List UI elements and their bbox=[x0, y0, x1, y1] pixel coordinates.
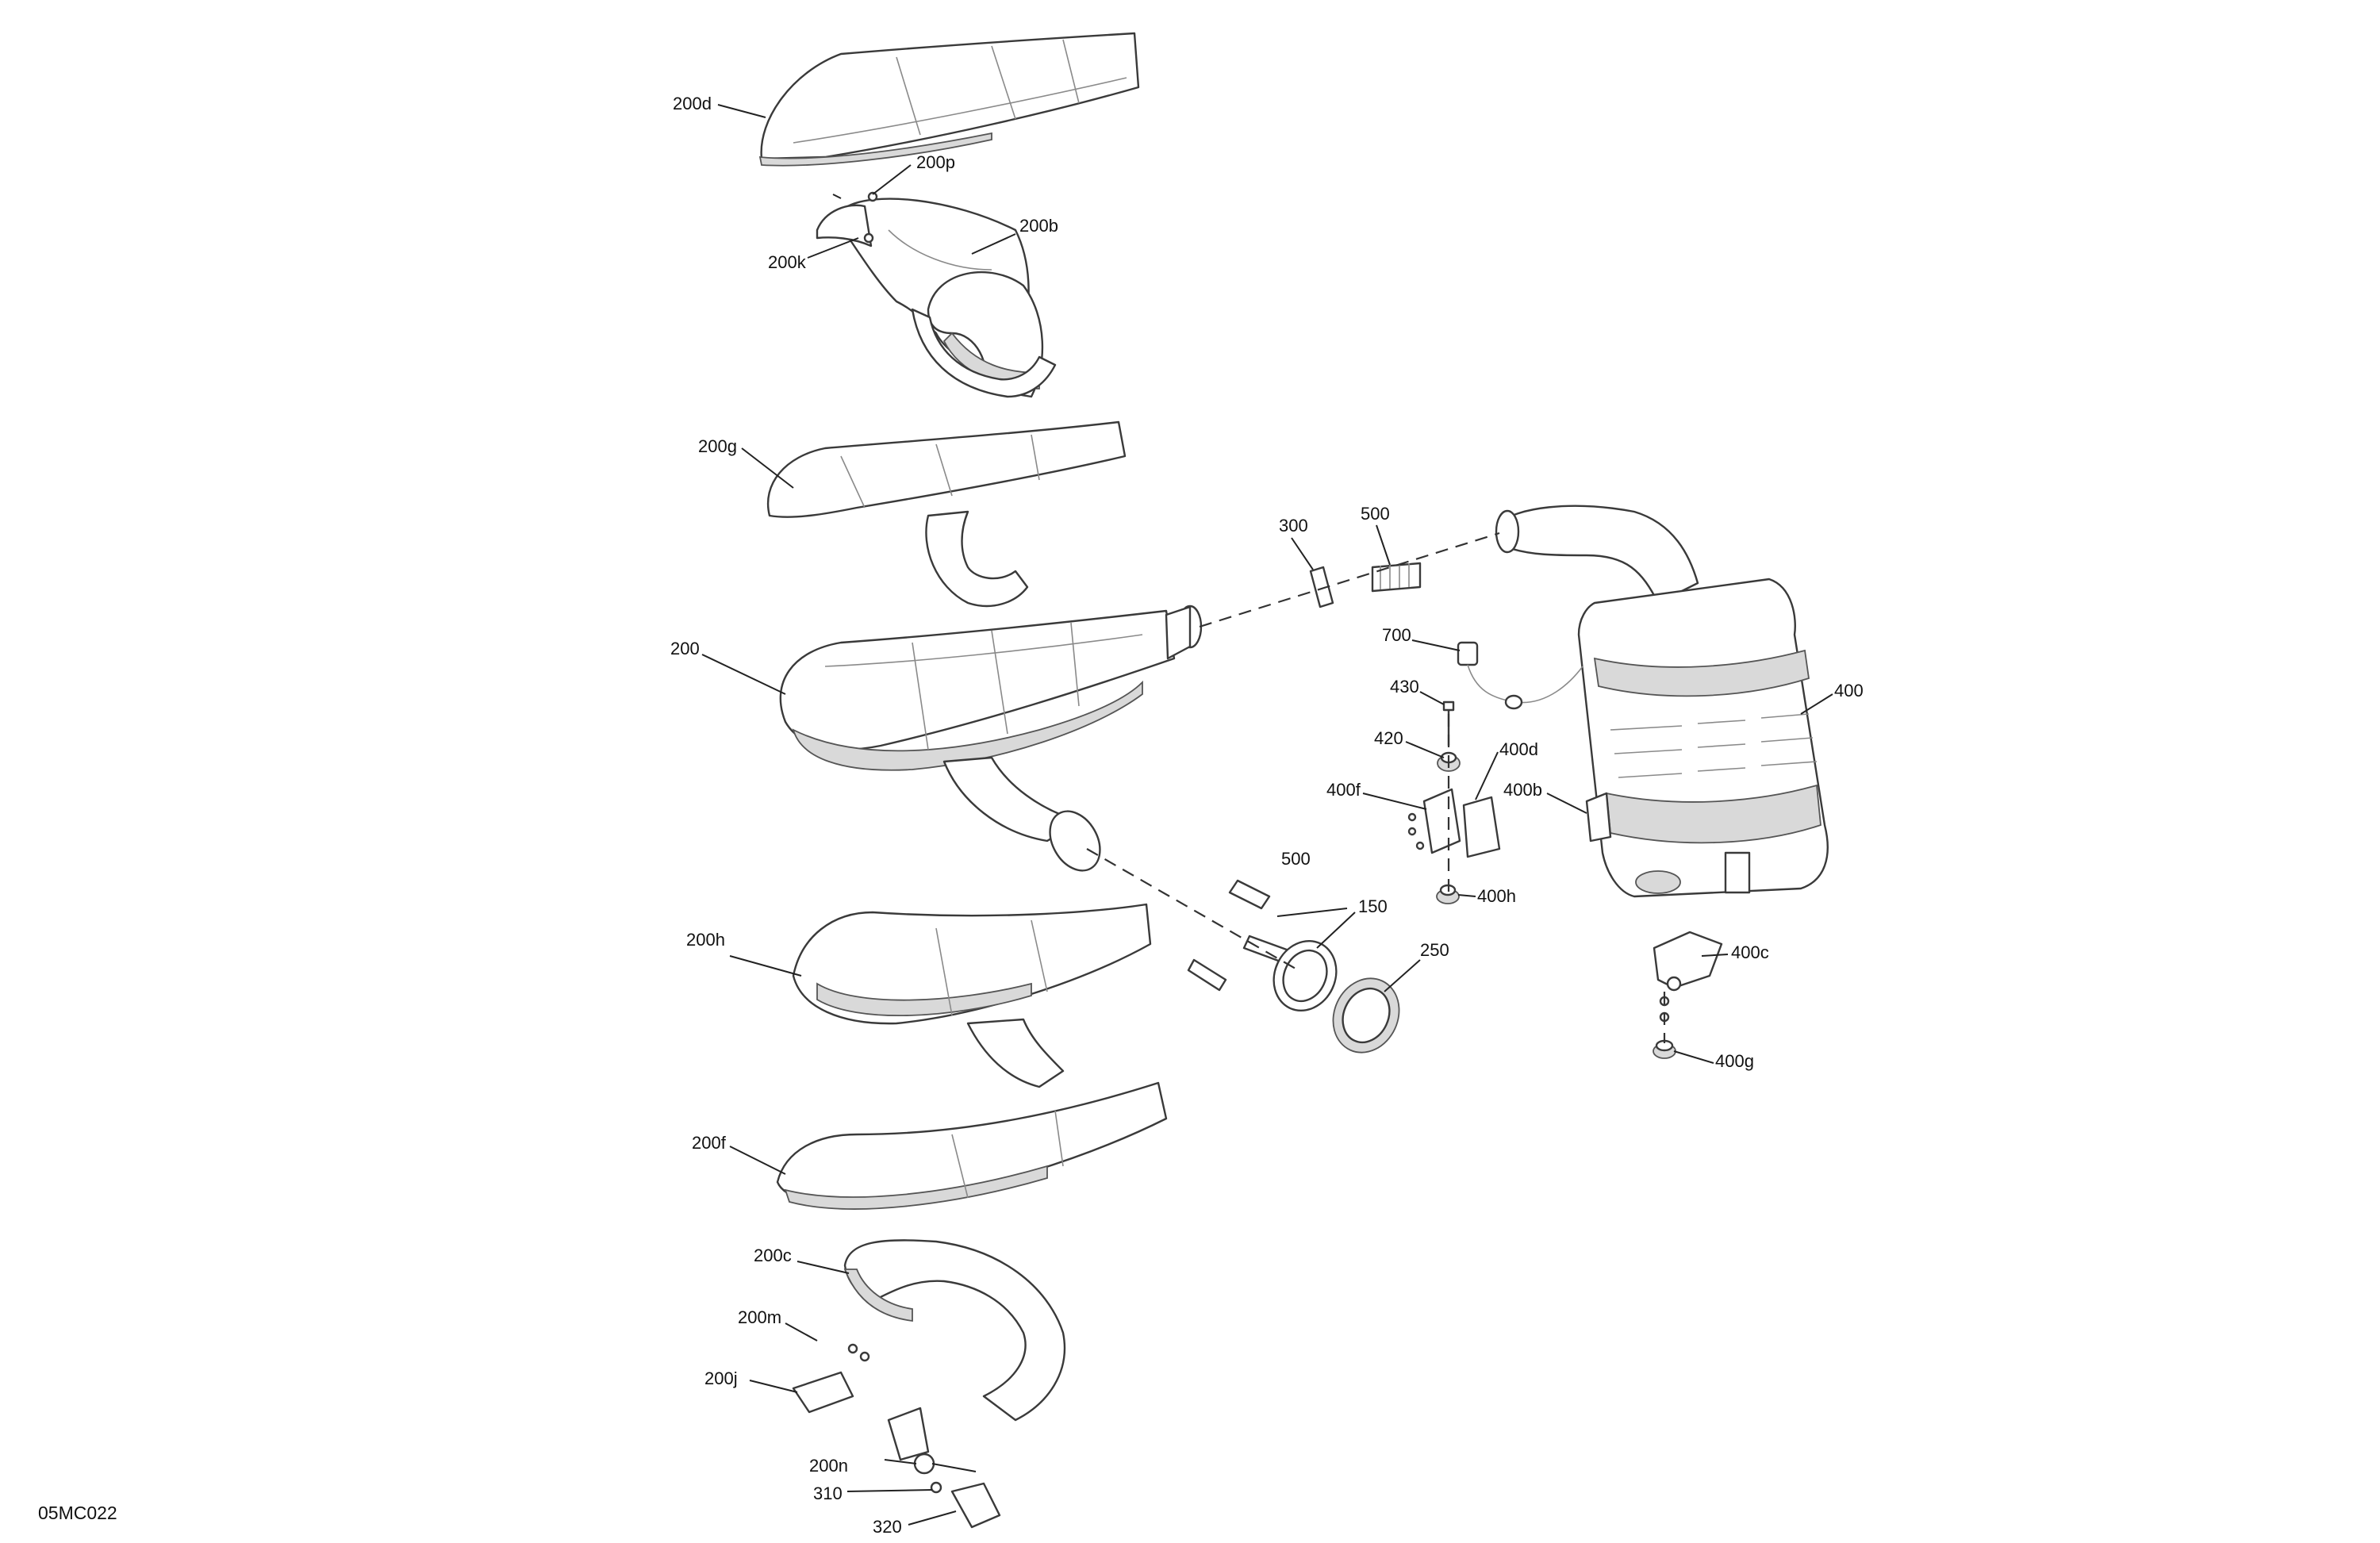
label-200m: 200m bbox=[738, 1307, 781, 1327]
label-200j: 200j bbox=[704, 1368, 738, 1388]
label-310: 310 bbox=[813, 1484, 843, 1503]
part-200-main-assembly[interactable] bbox=[779, 605, 1203, 880]
part-400h-grommet[interactable] bbox=[1436, 884, 1460, 904]
part-400-converter[interactable] bbox=[1495, 505, 1829, 898]
part-200j-plate[interactable] bbox=[792, 1343, 870, 1414]
part-200b-inner-shell[interactable] bbox=[843, 198, 1057, 398]
part-200c-heat-shield[interactable] bbox=[843, 1239, 1066, 1422]
label-200g: 200g bbox=[698, 436, 737, 456]
part-300-clamp[interactable] bbox=[1309, 566, 1334, 608]
part-200g-upper-shell[interactable] bbox=[767, 420, 1127, 608]
leader-lines bbox=[701, 104, 1833, 1526]
part-200h-lower-shell[interactable] bbox=[792, 903, 1152, 1088]
label-200h: 200h bbox=[686, 930, 725, 950]
alignment-lines bbox=[1086, 532, 1666, 1043]
label-200c: 200c bbox=[754, 1246, 792, 1265]
label-420: 420 bbox=[1374, 728, 1403, 748]
part-200d-top-cover[interactable] bbox=[758, 32, 1140, 167]
part-400c-bracket[interactable] bbox=[1653, 931, 1723, 1023]
label-400b: 400b bbox=[1503, 780, 1542, 800]
part-400d-bracket[interactable] bbox=[1462, 796, 1501, 858]
part-200k-bracket[interactable] bbox=[816, 191, 878, 248]
label-320: 320 bbox=[873, 1517, 902, 1537]
part-400f-plate[interactable] bbox=[1407, 788, 1461, 854]
label-200k: 200k bbox=[768, 252, 807, 272]
label-400d: 400d bbox=[1499, 739, 1538, 759]
label-150: 150 bbox=[1358, 896, 1388, 916]
label-400c: 400c bbox=[1731, 942, 1769, 962]
label-200d: 200d bbox=[673, 94, 712, 113]
label-300: 300 bbox=[1279, 516, 1308, 535]
part-200n-bracket[interactable] bbox=[887, 1407, 977, 1475]
part-250-ring[interactable] bbox=[1321, 968, 1411, 1064]
label-500-upper: 500 bbox=[1361, 504, 1390, 524]
label-430: 430 bbox=[1390, 677, 1419, 697]
label-500-lower: 500 bbox=[1281, 849, 1311, 869]
label-200b: 200b bbox=[1019, 216, 1058, 236]
label-400f: 400f bbox=[1326, 780, 1361, 800]
part-150-ring[interactable] bbox=[1263, 931, 1348, 1021]
label-400g: 400g bbox=[1715, 1051, 1754, 1071]
part-400g-grommet[interactable] bbox=[1653, 1039, 1676, 1059]
part-200f-bottom-tray[interactable] bbox=[776, 1081, 1168, 1210]
label-700: 700 bbox=[1382, 625, 1411, 645]
label-200f: 200f bbox=[692, 1133, 727, 1153]
label-200: 200 bbox=[670, 639, 700, 658]
diagram-code: 05MC022 bbox=[38, 1503, 117, 1523]
callout-labels: 200d 200p 200b 200k 200g 200 300 500 700… bbox=[670, 94, 1864, 1537]
label-200n: 200n bbox=[809, 1456, 848, 1476]
label-250: 250 bbox=[1420, 940, 1449, 960]
label-200p: 200p bbox=[916, 152, 955, 172]
part-700-sensor[interactable] bbox=[1457, 641, 1583, 710]
label-400h: 400h bbox=[1477, 886, 1516, 906]
part-500-spring-upper[interactable] bbox=[1371, 562, 1422, 593]
part-320-mount[interactable] bbox=[930, 1481, 1001, 1529]
label-400: 400 bbox=[1834, 681, 1864, 700]
